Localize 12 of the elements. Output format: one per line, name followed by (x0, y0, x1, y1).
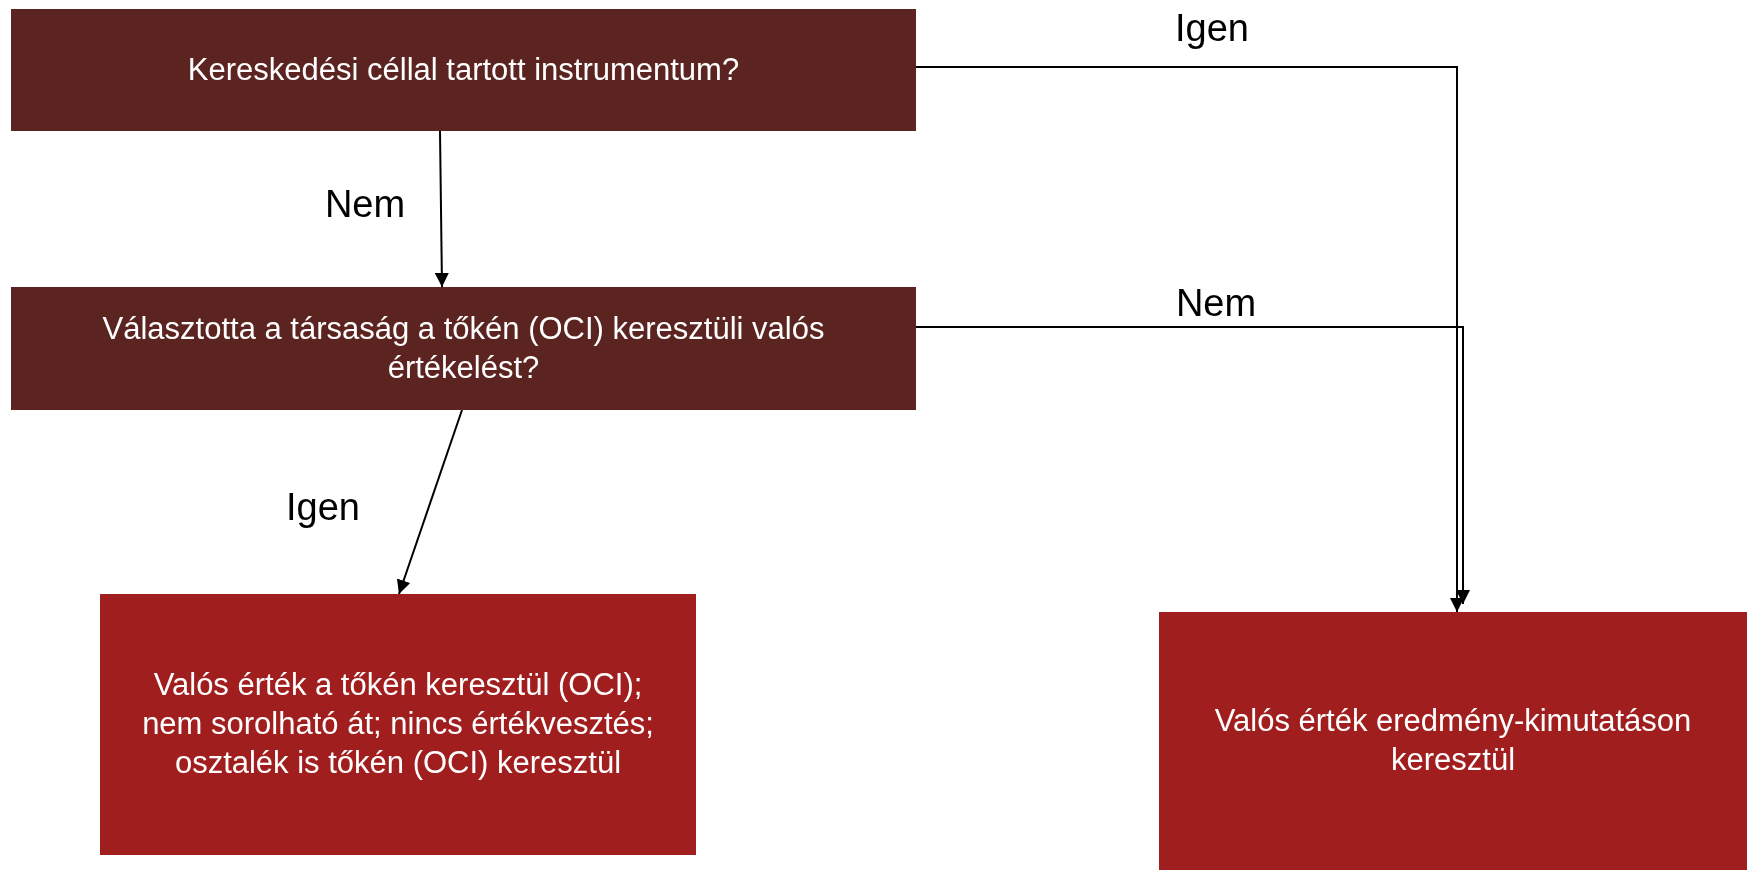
edge-label: Nem (324, 185, 406, 223)
edge-label: Igen (1175, 9, 1249, 47)
arrow (434, 130, 449, 288)
arrow (915, 326, 1470, 605)
edge-label: Igen (286, 488, 360, 526)
decision-box: Kereskedési céllal tartott instrumentum? (11, 9, 916, 131)
result-box: Valós érték a tőkén keresztül (OCI); nem sorolható át; nincs értékvesztés; osztalék is tőkén (OCI) keresztül (100, 594, 696, 855)
edge-label: Nem (1175, 284, 1257, 322)
decision-box: Választotta a társaság a tőkén (OCI) keresztüli valós értékelést? (11, 287, 916, 410)
arrow (915, 66, 1464, 613)
arrow (396, 409, 463, 595)
result-box: Valós érték eredmény-kimutatáson keresztül (1159, 612, 1747, 870)
